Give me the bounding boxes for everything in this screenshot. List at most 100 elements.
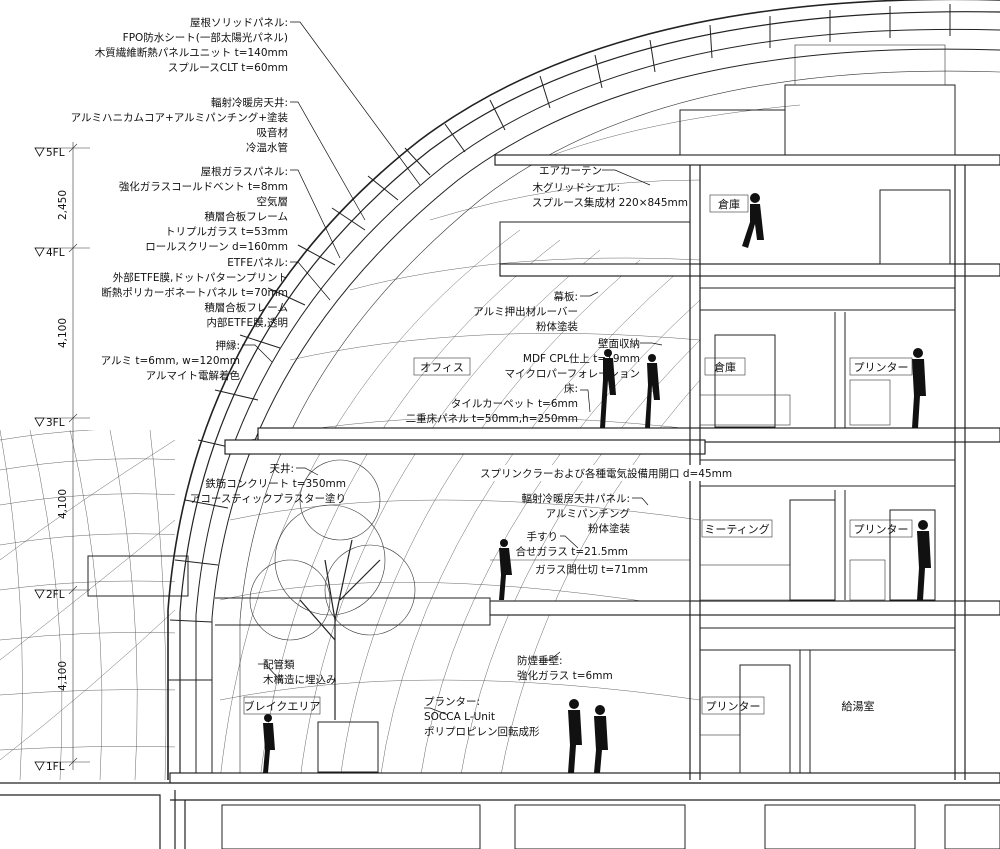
- vertical-dimensions: 2,450 4,100 4,100 4,100: [57, 142, 78, 770]
- level-2fl: 2FL: [46, 589, 65, 601]
- leader-lines: [242, 21, 663, 716]
- svg-text:積層合板フレーム: 積層合板フレーム: [204, 210, 288, 223]
- person-8: [594, 705, 608, 773]
- level-markers: 5FL 4FL 3FL 2FL 1FL: [34, 147, 90, 773]
- svg-text:床:: 床:: [564, 382, 578, 395]
- svg-text:MDF CPL仕上 t=19mm: MDF CPL仕上 t=19mm: [523, 352, 640, 365]
- svg-text:合せガラス t=21.5mm: 合せガラス t=21.5mm: [516, 545, 628, 558]
- annotation-oshibuchi: 押縁: アルミ t=6mm, w=120mm アルマイト電解着色: [101, 339, 241, 382]
- svg-text:幕板:: 幕板:: [553, 290, 578, 303]
- svg-text:プランター:: プランター:: [424, 696, 480, 708]
- svg-text:粉体塗装: 粉体塗装: [536, 320, 578, 333]
- person-4: [912, 348, 926, 428]
- dim-2fl-1fl: 4,100: [57, 661, 69, 691]
- person-9: [263, 714, 275, 773]
- annotation-planter: プランター: SOCCA L-Unit ポリプロピレン回転成形: [424, 696, 540, 738]
- svg-text:輻射冷暖房天井パネル:: 輻射冷暖房天井パネル:: [521, 492, 630, 505]
- room-break-area: ブレイクエリア: [244, 699, 321, 713]
- annotation-wall-storage: 壁面収納 MDF CPL仕上 t=19mm マイクロパーフォレーション: [505, 337, 640, 380]
- annotation-etfe: ETFEパネル: 外部ETFE膜,ドットパターンプリント 断熱ポリカーボネートパ…: [101, 257, 288, 329]
- slab-1fl: [169, 772, 1000, 784]
- svg-text:アコースティックプラスター塗り: アコースティックプラスター塗り: [190, 492, 346, 505]
- svg-text:スプリンクラーおよび各種電気設備用開口 d=45mm: スプリンクラーおよび各種電気設備用開口 d=45mm: [480, 467, 732, 480]
- svg-text:アルミ t=6mm, w=120mm: アルミ t=6mm, w=120mm: [101, 355, 240, 367]
- basement: [0, 790, 1000, 849]
- svg-text:輻射冷暖房天井:: 輻射冷暖房天井:: [211, 96, 288, 109]
- svg-text:SOCCA L-Unit: SOCCA L-Unit: [424, 711, 495, 723]
- annotation-floor: 床: タイルカーペット t=6mm 二重床パネル t=50mm,h=250mm: [406, 382, 578, 425]
- svg-text:木質繊維断熱パネルユニット t=140mm: 木質繊維断熱パネルユニット t=140mm: [95, 46, 288, 59]
- room-meeting: ミーティング: [704, 522, 769, 536]
- slab-3fl-lower: [224, 439, 706, 455]
- room-printer-3f: プリンター: [854, 361, 909, 374]
- svg-text:トリプルガラス t=53mm: トリプルガラス t=53mm: [165, 226, 288, 238]
- svg-text:防煙垂壁:: 防煙垂壁:: [517, 654, 563, 667]
- svg-text:FPO防水シート(一部太陽光パネル): FPO防水シート(一部太陽光パネル): [123, 31, 288, 44]
- svg-text:天井:: 天井:: [269, 462, 294, 475]
- dim-3fl-2fl: 4,100: [57, 489, 69, 519]
- annotation-smoke-wall: 防煙垂壁: 強化ガラス t=6mm: [517, 654, 613, 682]
- svg-text:押縁:: 押縁:: [215, 339, 240, 352]
- svg-text:マイクロパーフォレーション: マイクロパーフォレーション: [505, 368, 640, 380]
- svg-text:強化ガラスコールドベント t=8mm: 強化ガラスコールドベント t=8mm: [119, 180, 288, 193]
- svg-text:ガラス間仕切 t=71mm: ガラス間仕切 t=71mm: [535, 563, 648, 576]
- room-labels: 倉庫 オフィス 倉庫 プリンター ミーティング プリンター プリンター 給湯室 …: [244, 194, 913, 715]
- room-printer-1f: プリンター: [706, 700, 761, 713]
- svg-text:ロールスクリーン d=160mm: ロールスクリーン d=160mm: [145, 241, 288, 253]
- person-3: [645, 354, 660, 428]
- room-soko-mid: 倉庫: [714, 360, 736, 374]
- level-4fl: 4FL: [46, 247, 65, 259]
- person-7: [568, 699, 582, 773]
- dome-shell: [167, 0, 1000, 780]
- svg-text:断熱ポリカーボネートパネル t=70mm: 断熱ポリカーボネートパネル t=70mm: [101, 286, 288, 299]
- person-1: [742, 193, 764, 248]
- tree-illustration: [249, 459, 416, 773]
- svg-text:冷温水管: 冷温水管: [246, 141, 288, 154]
- svg-text:木グリッドシェル:: 木グリッドシェル:: [532, 181, 620, 194]
- annotation-roof-glass: 屋根ガラスパネル: 強化ガラスコールドベント t=8mm 空気層 積層合板フレー…: [119, 165, 288, 253]
- svg-text:ETFEパネル:: ETFEパネル:: [227, 257, 288, 269]
- svg-text:エアカーテン: エアカーテン: [539, 165, 602, 177]
- svg-text:屋根ガラスパネル:: 屋根ガラスパネル:: [201, 165, 288, 178]
- room-office: オフィス: [420, 361, 464, 374]
- dim-4fl-3fl: 4,100: [57, 318, 69, 348]
- svg-text:強化ガラス t=6mm: 強化ガラス t=6mm: [517, 669, 613, 682]
- room-printer-2f: プリンター: [854, 523, 909, 536]
- svg-text:手すり: 手すり: [527, 530, 559, 543]
- level-1fl: 1FL: [46, 761, 65, 773]
- svg-text:吸音材: 吸音材: [257, 126, 289, 139]
- svg-text:配管類: 配管類: [263, 658, 295, 671]
- person-6: [499, 539, 512, 600]
- floor-slabs: [0, 154, 1000, 801]
- svg-text:内部ETFE膜,透明: 内部ETFE膜,透明: [206, 316, 288, 329]
- svg-text:アルミパンチング: アルミパンチング: [546, 507, 631, 520]
- svg-text:アルマイト電解着色: アルマイト電解着色: [146, 369, 241, 382]
- svg-text:ポリプロピレン回転成形: ポリプロピレン回転成形: [424, 726, 540, 738]
- svg-text:スプルース集成材 220×845mm: スプルース集成材 220×845mm: [532, 196, 688, 209]
- room-kyuto: 給湯室: [842, 699, 875, 713]
- svg-text:積層合板フレーム: 積層合板フレーム: [204, 301, 288, 314]
- room-soko-top: 倉庫: [718, 197, 740, 211]
- mezzanine: [87, 555, 690, 626]
- annotation-sprinkler: スプリンクラーおよび各種電気設備用開口 d=45mm: [478, 465, 732, 481]
- background-dome-grid: [0, 430, 175, 780]
- slab-5fl: [494, 154, 1000, 166]
- person-5: [917, 520, 931, 600]
- annotation-piping: 配管類 木構造に埋込み: [263, 658, 337, 686]
- annotation-ceiling: 天井: 鉄筋コンクリート t=350mm アコースティックプラスター塗り: [190, 462, 346, 505]
- annotation-radiant-ceiling: 輻射冷暖房天井: アルミハニカムコア+アルミパンチング+塗装 吸音材 冷温水管: [71, 96, 289, 154]
- svg-text:粉体塗装: 粉体塗装: [588, 522, 630, 535]
- svg-text:二重床パネル t=50mm,h=250mm: 二重床パネル t=50mm,h=250mm: [406, 412, 578, 425]
- dim-5fl-4fl: 2,450: [57, 190, 69, 220]
- svg-text:アルミ押出材ルーバー: アルミ押出材ルーバー: [473, 305, 578, 318]
- person-2: [600, 349, 616, 428]
- level-5fl: 5FL: [46, 147, 65, 159]
- svg-text:スプルースCLT t=60mm: スプルースCLT t=60mm: [168, 62, 288, 74]
- annotation-makuita: 幕板: アルミ押出材ルーバー 粉体塗装: [473, 290, 578, 333]
- svg-text:壁面収納: 壁面収納: [598, 337, 640, 350]
- slab-2fl: [489, 600, 1000, 616]
- svg-text:鉄筋コンクリート t=350mm: 鉄筋コンクリート t=350mm: [205, 477, 346, 490]
- svg-text:屋根ソリッドパネル:: 屋根ソリッドパネル:: [190, 16, 288, 29]
- annotation-handrail: 手すり 合せガラス t=21.5mm ガラス間仕切 t=71mm: [516, 530, 648, 576]
- annotation-roof-solid: 屋根ソリッドパネル: FPO防水シート(一部太陽光パネル) 木質繊維断熱パネルユ…: [95, 16, 288, 74]
